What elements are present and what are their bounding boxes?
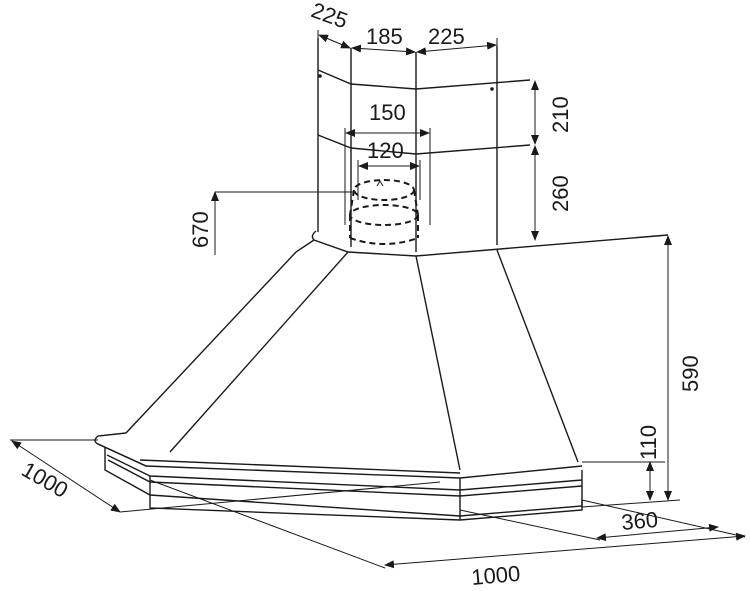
dimension-lines bbox=[10, 30, 746, 569]
dim-chimney-front: 185 bbox=[366, 24, 403, 49]
dim-hood-height: 590 bbox=[678, 355, 703, 392]
dim-base-depth: 360 bbox=[620, 507, 659, 535]
hood-base bbox=[94, 432, 583, 521]
dim-chimney-side-left: 225 bbox=[308, 0, 351, 33]
dim-width-right: 1000 bbox=[470, 561, 521, 590]
dim-depth-left: 1000 bbox=[18, 457, 73, 503]
hood-body bbox=[125, 230, 669, 471]
dim-chimney-upper-height: 210 bbox=[548, 96, 573, 133]
dim-outlet-height: 670 bbox=[188, 211, 213, 248]
dim-base-height: 110 bbox=[636, 425, 661, 460]
dim-chimney-side-right: 225 bbox=[428, 24, 465, 49]
dim-outlet-outer: 150 bbox=[369, 100, 406, 125]
dim-outlet-inner: 120 bbox=[367, 138, 404, 163]
dim-chimney-lower-height: 260 bbox=[548, 175, 573, 212]
chimney bbox=[317, 38, 531, 252]
air-outlet bbox=[349, 179, 419, 245]
